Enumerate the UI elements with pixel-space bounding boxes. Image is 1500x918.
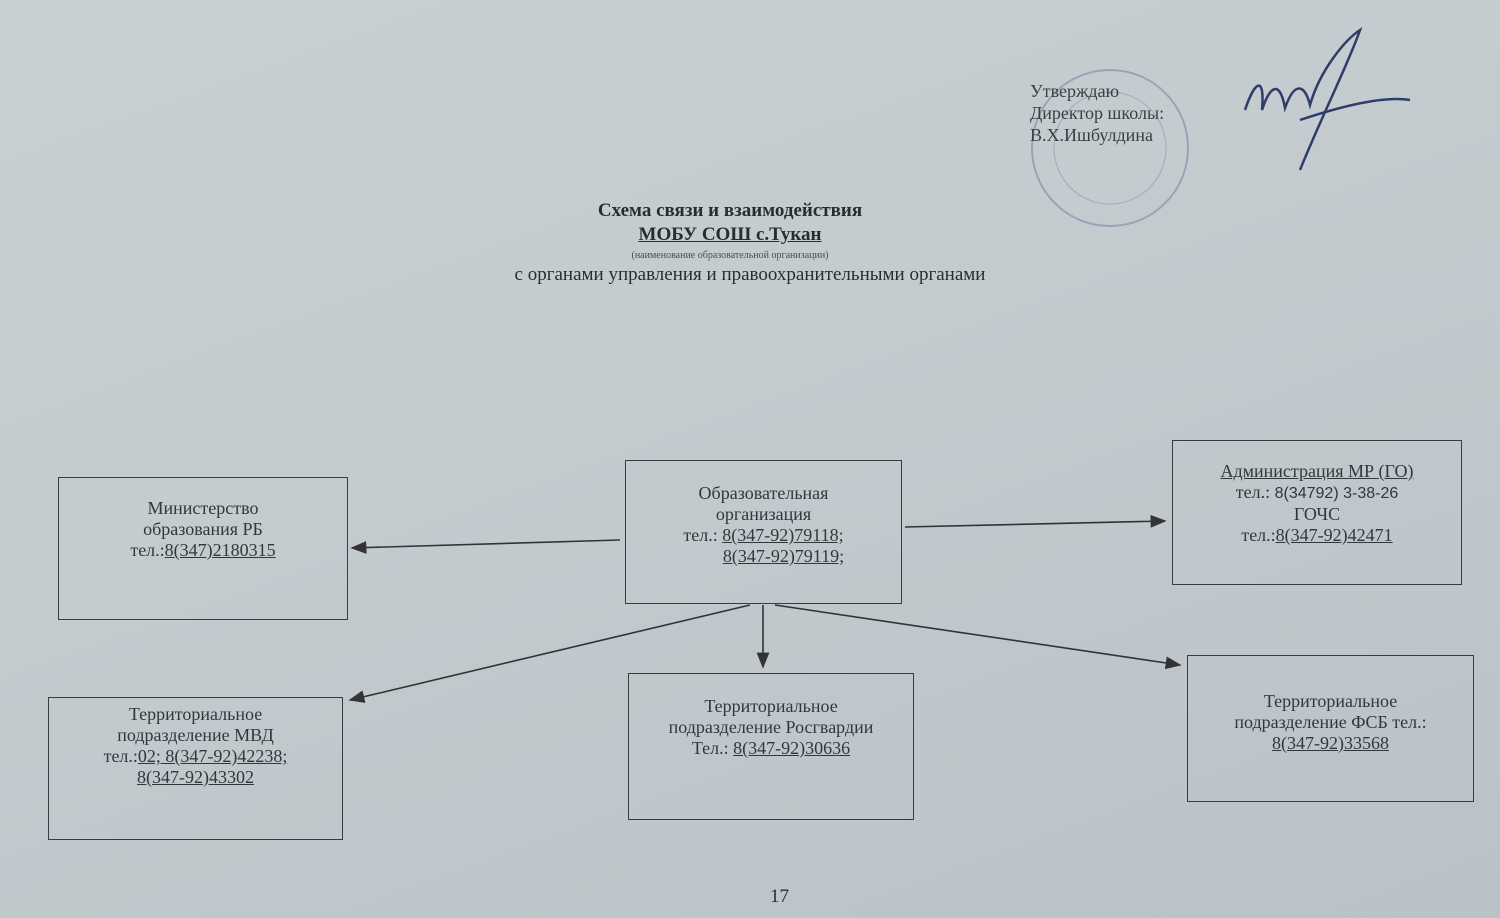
approval-position: Директор школы:: [1030, 103, 1165, 123]
document-subtitle: с органами управления и правоохранительн…: [514, 264, 986, 285]
box-administration: Администрация МР (ГО) тел.: 8(34792) 3-3…: [1172, 440, 1462, 585]
box-line: организация: [715, 504, 812, 524]
box-line: подразделение ФСБ тел.:: [1234, 712, 1427, 732]
tel-label: тел.:: [103, 746, 138, 766]
arrow-to-admin: [904, 514, 1167, 528]
tel-number: 8(347-92)42471: [1275, 525, 1393, 545]
document-title: Схема связи и взаимодействия: [597, 200, 863, 221]
tel-number: 8(347-92)30636: [733, 738, 851, 758]
tel-number: 8(347-92)33568: [1272, 733, 1389, 753]
org-name: МОБУ СОШ с.Тукан: [638, 224, 822, 245]
tel-label: тел.:: [1241, 525, 1276, 545]
box-line: подразделение Росгвардии: [668, 717, 874, 737]
box-fsb: Территориальное подразделение ФСБ тел.: …: [1187, 655, 1474, 802]
box-line: Администрация МР (ГО): [1220, 461, 1414, 481]
box-rosgvardia: Территориальное подразделение Росгвардии…: [628, 673, 914, 820]
signature: [1243, 26, 1411, 171]
tel-label: тел.:: [130, 540, 165, 560]
page-number: 17: [770, 886, 789, 907]
approval-block: Утверждаю Директор школы: В.Х.Ишбулдина: [1030, 80, 1164, 146]
box-mvd: Территориальное подразделение МВД тел.:0…: [48, 697, 343, 840]
approval-name: В.Х.Ишбулдина: [1030, 125, 1153, 145]
approval-label: Утверждаю: [1030, 81, 1120, 101]
box-line: подразделение МВД: [117, 725, 274, 745]
org-caption: (наименование образовательной организаци…: [631, 250, 829, 261]
box-line: Территориальное: [1263, 691, 1398, 711]
arrow-to-fsb: [774, 604, 1182, 670]
box-line: Министерство: [147, 498, 259, 518]
box-organization: Образовательная организация тел.: 8(347-…: [625, 460, 902, 604]
tel-label: тел.:: [1235, 482, 1275, 502]
box-line: ГОЧС: [1293, 504, 1341, 524]
box-line: Образовательная: [698, 483, 829, 503]
box-line: образования РБ: [143, 519, 263, 539]
tel-number: 8(347-92)43302: [137, 767, 254, 787]
arrow-to-mvd: [348, 604, 751, 703]
tel-number: 8(34792) 3-38-26: [1274, 485, 1399, 502]
tel-number: 8(347)2180315: [164, 540, 276, 560]
arrow-to-ministry: [350, 539, 621, 554]
stamp: [1031, 69, 1189, 227]
tel-number: 02; 8(347-92)42238;: [137, 746, 288, 766]
tel-label: Тел.:: [691, 738, 734, 758]
box-ministry: Министерство образования РБ тел.:8(347)2…: [58, 477, 348, 620]
tel-number: 8(347-92)79118;: [722, 525, 844, 545]
tel-label: тел.:: [683, 525, 723, 545]
tel-number: 8(347-92)79119;: [722, 546, 845, 566]
box-line: Территориальное: [128, 704, 263, 724]
box-line: Территориальное: [704, 696, 838, 716]
